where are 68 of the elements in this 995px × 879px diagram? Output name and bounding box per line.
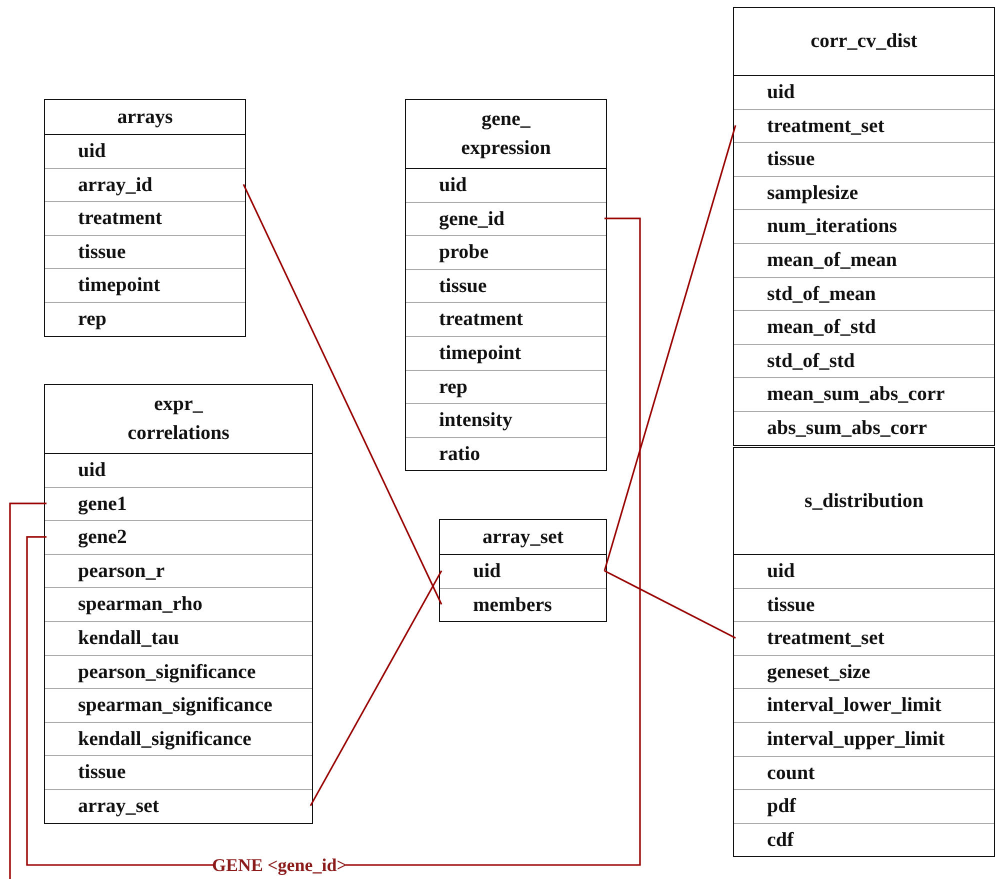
field-row: cdf xyxy=(734,822,994,856)
field-row: kendall_tau xyxy=(45,620,312,655)
table-title: s_distribution xyxy=(804,488,924,514)
field-row: mean_of_std xyxy=(734,310,994,344)
relationship-line xyxy=(26,536,214,866)
field-row: array_id xyxy=(45,168,245,202)
field-row: pearson_r xyxy=(45,554,312,588)
entity-table xyxy=(44,384,313,824)
entity-table xyxy=(405,99,607,472)
field-row: intensity xyxy=(406,403,606,437)
field-row: count xyxy=(734,756,994,790)
field-row: pdf xyxy=(734,789,994,823)
relationship-line xyxy=(9,502,46,879)
relationship-line xyxy=(346,218,641,866)
field-row: num_iterations xyxy=(734,209,994,243)
field-row: timepoint xyxy=(45,268,245,302)
field-row: tissue xyxy=(45,755,312,789)
field-row: spearman_significance xyxy=(45,688,312,722)
field-row: uid xyxy=(45,134,245,168)
table-title: corr_cv_dist xyxy=(810,29,918,54)
field-row: uid xyxy=(734,554,994,588)
field-row: geneset_size xyxy=(734,654,994,688)
field-row: interval_upper_limit xyxy=(734,722,994,756)
field-row: ratio xyxy=(406,436,606,470)
field-row: samplesize xyxy=(734,176,994,210)
entity-table xyxy=(733,7,995,446)
field-row: std_of_mean xyxy=(734,276,994,310)
relation-label: GENE <gene_id> xyxy=(212,854,348,876)
field-row: spearman_rho xyxy=(45,587,312,621)
field-row: array_set xyxy=(45,788,312,823)
field-row: uid xyxy=(45,453,312,487)
field-row: members xyxy=(440,588,606,622)
field-row: tissue xyxy=(45,234,245,268)
field-row: std_of_std xyxy=(734,344,994,378)
field-row: kendall_significance xyxy=(45,722,312,756)
table-title: gene_ expression xyxy=(460,107,552,161)
field-row: probe xyxy=(406,235,606,269)
field-row: tissue xyxy=(734,142,994,176)
field-row: gene2 xyxy=(45,520,312,554)
field-row: mean_sum_abs_corr xyxy=(734,377,994,411)
field-row: uid xyxy=(406,168,606,202)
field-row: treatment_set xyxy=(734,108,994,142)
field-row: abs_sum_abs_corr xyxy=(734,410,994,445)
table-title: expr_ correlations xyxy=(126,392,230,446)
field-row: uid xyxy=(440,554,606,588)
relationship-line xyxy=(310,570,442,806)
field-row: rep xyxy=(45,302,245,336)
field-row: interval_lower_limit xyxy=(734,688,994,722)
field-row: pearson_significance xyxy=(45,654,312,688)
relationship-line xyxy=(604,570,736,639)
table-title: array_set xyxy=(482,524,564,550)
field-row: rep xyxy=(406,370,606,404)
field-row: mean_of_mean xyxy=(734,242,994,277)
entity-table xyxy=(44,99,246,337)
field-row: uid xyxy=(734,75,994,109)
field-row: gene_id xyxy=(406,202,606,236)
entity-table xyxy=(439,519,607,622)
entity-table xyxy=(733,447,995,858)
field-row: gene1 xyxy=(45,486,312,520)
field-row: tissue xyxy=(734,588,994,622)
field-row: treatment_set xyxy=(734,621,994,655)
field-row: tissue xyxy=(406,268,606,302)
field-row: treatment xyxy=(406,302,606,336)
field-row: timepoint xyxy=(406,336,606,370)
relationship-line xyxy=(604,125,736,572)
table-title: arrays xyxy=(117,104,173,130)
field-row: treatment xyxy=(45,201,245,235)
relationship-line xyxy=(242,184,442,605)
